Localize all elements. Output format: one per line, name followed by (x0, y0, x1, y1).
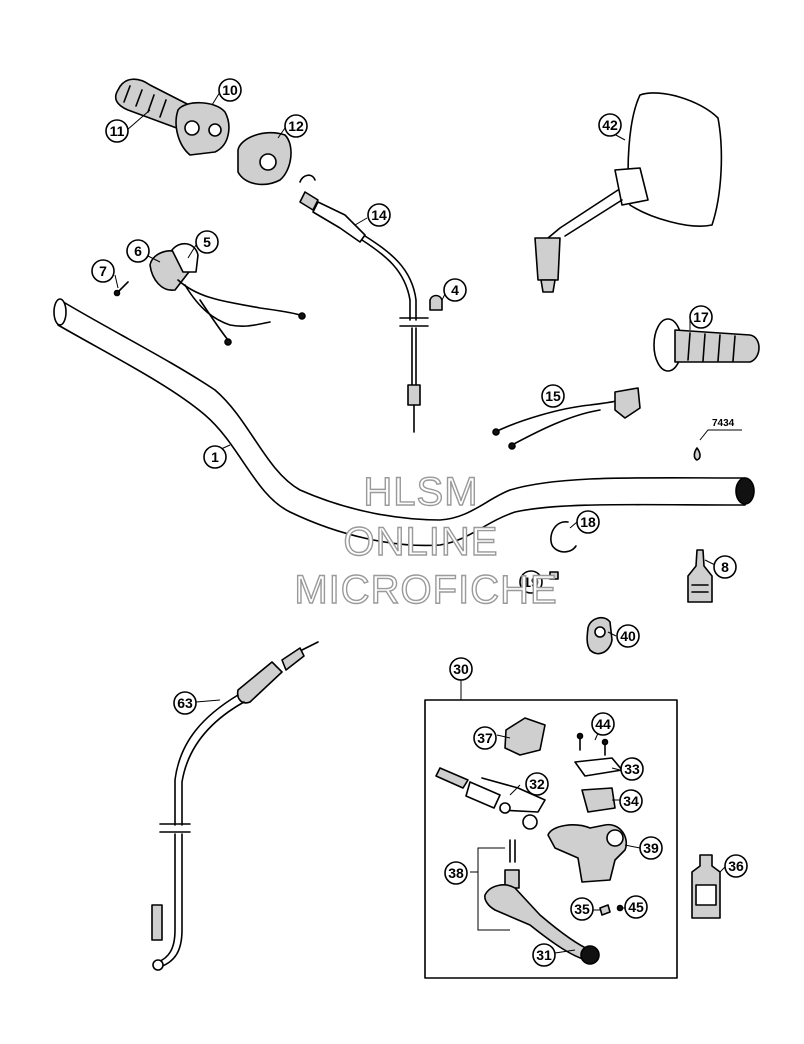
svg-text:11: 11 (110, 123, 125, 139)
callout-7: 7 (91, 259, 115, 283)
clutch-cable (151, 641, 319, 971)
watermark: HLSM ONLINE MICROFICHE (294, 469, 558, 612)
throttle-cover (237, 131, 292, 186)
svg-text:8: 8 (721, 559, 729, 575)
svg-text:4: 4 (451, 282, 459, 298)
callout-6: 6 (126, 239, 150, 263)
svg-text:12: 12 (288, 118, 304, 134)
callout-36: 36 (724, 854, 748, 878)
small-nut (549, 571, 559, 580)
oil-bottle (691, 854, 721, 919)
callout-5: 5 (195, 230, 219, 254)
handlebar (53, 298, 755, 547)
svg-text:31: 31 (536, 947, 552, 963)
mirror-clamp (586, 616, 613, 655)
callout-35: 35 (570, 897, 594, 921)
callout-17: 17 (689, 305, 713, 329)
master-cylinder-assembly (424, 680, 678, 979)
callout-19: 19 (519, 570, 543, 594)
callout-38: 38 (444, 861, 468, 885)
part-code-label: 7434 (712, 418, 735, 429)
watermark-line-1: HLSM (363, 470, 478, 514)
callout-63: 63 (173, 691, 197, 715)
svg-text:39: 39 (643, 840, 659, 856)
left-grip (653, 318, 760, 372)
svg-text:1: 1 (211, 449, 219, 465)
callouts: 1 4 5 6 7 8 10 11 12 14 15 17 18 19 30 3… (91, 78, 748, 967)
callout-32: 32 (525, 772, 549, 796)
svg-text:42: 42 (602, 117, 618, 133)
svg-text:14: 14 (371, 207, 387, 223)
svg-text:63: 63 (177, 695, 193, 711)
callout-30: 30 (449, 657, 473, 681)
callout-39: 39 (639, 836, 663, 860)
callout-8: 8 (713, 555, 737, 579)
callout-4: 4 (443, 278, 467, 302)
svg-text:5: 5 (203, 234, 211, 250)
callout-12: 12 (284, 114, 308, 138)
circlip (550, 521, 577, 553)
throttle-housing (175, 101, 230, 156)
callout-1: 1 (203, 445, 227, 469)
svg-text:7: 7 (99, 263, 107, 279)
watermark-line-3: MICROFICHE (294, 568, 557, 612)
callout-44: 44 (591, 712, 615, 736)
callout-14: 14 (367, 203, 391, 227)
svg-text:44: 44 (595, 716, 611, 732)
svg-text:6: 6 (134, 243, 142, 259)
svg-text:35: 35 (574, 901, 590, 917)
callout-10: 10 (218, 78, 242, 102)
svg-text:32: 32 (529, 776, 545, 792)
callout-18: 18 (576, 510, 600, 534)
svg-text:36: 36 (728, 858, 744, 874)
watermark-line-2: ONLINE (344, 520, 499, 564)
svg-text:37: 37 (477, 730, 493, 746)
part-code-marker: 7434 (693, 418, 742, 461)
svg-text:18: 18 (580, 514, 596, 530)
callout-11: 11 (105, 119, 129, 143)
svg-text:17: 17 (693, 309, 709, 325)
svg-text:40: 40 (620, 628, 636, 644)
svg-text:15: 15 (545, 388, 561, 404)
svg-text:30: 30 (453, 661, 469, 677)
callout-31: 31 (532, 943, 556, 967)
mirror (534, 92, 723, 293)
callout-45: 45 (624, 895, 648, 919)
svg-text:19: 19 (523, 574, 539, 590)
svg-text:34: 34 (623, 793, 639, 809)
callout-33: 33 (620, 757, 644, 781)
svg-text:10: 10 (222, 82, 238, 98)
grip-glue-bottle (687, 549, 713, 603)
callout-42: 42 (598, 113, 622, 137)
svg-text:33: 33 (624, 761, 640, 777)
callout-34: 34 (619, 789, 643, 813)
callout-40: 40 (616, 624, 640, 648)
throttle-cable (299, 174, 443, 433)
svg-text:38: 38 (448, 865, 464, 881)
callout-37: 37 (473, 726, 497, 750)
callout-15: 15 (541, 384, 565, 408)
svg-text:45: 45 (628, 899, 644, 915)
kill-switch (113, 242, 306, 346)
clutch-switch (492, 387, 641, 450)
